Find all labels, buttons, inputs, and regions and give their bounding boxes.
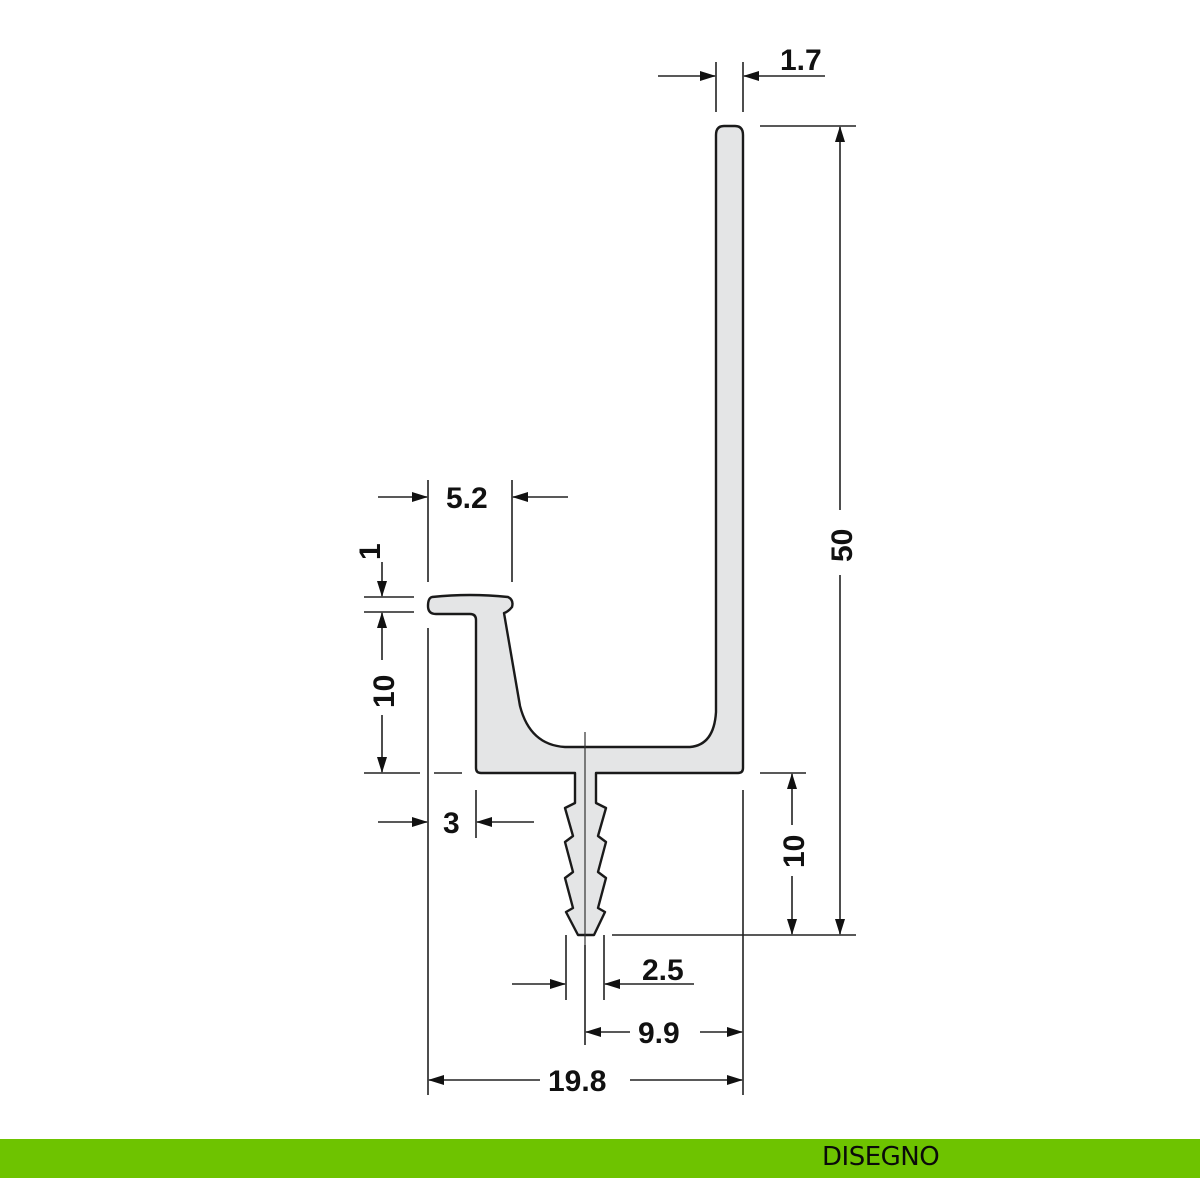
dim-wall-thickness: 1.7 [658, 44, 825, 112]
dim-total-height: 50 [612, 125, 859, 936]
dim-lip-height: 10 [364, 612, 462, 774]
profile-shape [426, 124, 745, 937]
dim-inner-offset: 3 [378, 790, 534, 840]
dim-total-width: 19.8 [427, 628, 743, 1098]
label-1-7: 1.7 [780, 44, 822, 77]
label-2-5: 2.5 [642, 954, 684, 987]
label-3: 3 [443, 807, 460, 840]
footer-bar: DISEGNO [0, 1139, 1200, 1178]
label-50: 50 [826, 529, 859, 562]
label-9-9: 9.9 [638, 1017, 680, 1050]
label-10-right: 10 [778, 835, 811, 868]
dim-lip-thickness: 1 [354, 543, 414, 613]
dim-stem-to-edge: 9.9 [584, 790, 744, 1095]
dim-lip-width: 5.2 [378, 480, 568, 582]
label-10-left: 10 [368, 675, 401, 708]
dim-stem-width: 2.5 [512, 935, 694, 1000]
label-5-2: 5.2 [446, 482, 488, 515]
dim-stem-height: 10 [760, 772, 811, 935]
label-1: 1 [354, 543, 387, 560]
label-19-8: 19.8 [548, 1065, 606, 1098]
footer-label: DISEGNO [822, 1142, 940, 1172]
